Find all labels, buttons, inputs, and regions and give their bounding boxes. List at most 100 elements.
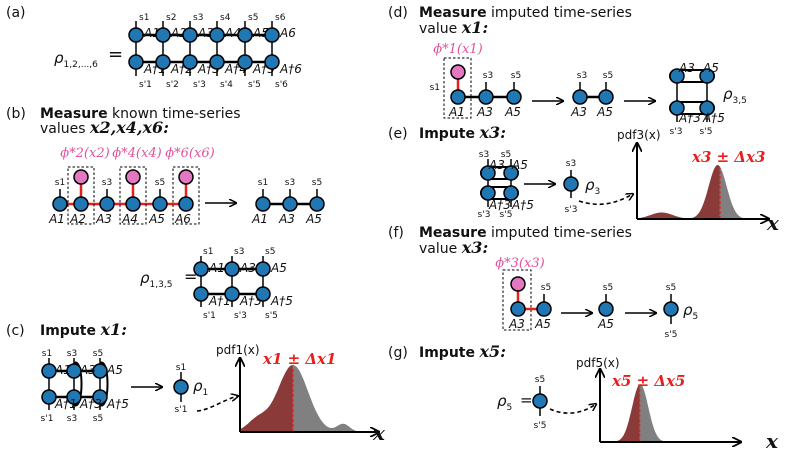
measured-node (125, 169, 141, 185)
site-label: s'1 (41, 414, 54, 424)
site-label: s3 (479, 150, 489, 160)
site-label: s5 (603, 283, 613, 293)
rho-135: ρ1,3,5 (140, 269, 172, 290)
site-label: s'5 (265, 311, 278, 321)
panel-d: (d) Measure imputed time-series value x1… (388, 5, 747, 137)
rho-full: ρ1,2,...,6 (54, 49, 98, 70)
panel-a-label: (a) (6, 5, 26, 21)
tensor-label: A3 (570, 105, 587, 119)
site-label: s5 (248, 13, 258, 23)
phi-label: ϕ*2(x2) (60, 146, 109, 161)
tensor-node (478, 89, 494, 105)
tensor-node (193, 286, 209, 302)
site-label: s3 (577, 71, 587, 81)
tensor-node (41, 389, 57, 405)
tensor-node (264, 27, 280, 43)
tensor-node (92, 363, 108, 379)
pdf1-curve-right-area (292, 365, 366, 432)
pdf-axis-label: pdf1(x) (216, 343, 260, 357)
tensor-label: A†5 (511, 198, 534, 212)
site-label: s5 (501, 150, 511, 160)
tensor-label: A1 (208, 261, 225, 275)
rho-5: ρ5 (497, 392, 512, 413)
panel-b-heading: Measure known time-series (40, 106, 241, 122)
tensor-node (255, 286, 271, 302)
tensor-node (73, 196, 89, 212)
trace-loop (73, 361, 83, 407)
x-axis-label: x (765, 429, 779, 453)
dashed-arrow (549, 404, 596, 414)
tensor-node (255, 261, 271, 277)
measure-box (172, 166, 200, 225)
x-axis-label: x (372, 421, 386, 445)
tensor-node (66, 363, 82, 379)
panel-c-heading: Impute x1: (40, 320, 127, 339)
site-label: s'3 (565, 205, 578, 215)
impute-x5-network: s5 s'5 (532, 369, 741, 442)
measured-node (178, 169, 194, 185)
tensor-label: A1 (251, 212, 268, 226)
site-label: s1 (42, 349, 52, 359)
mps-density-network: s1A1A†1s'1s2A2A†2s'2s3A3A†3s'3s4A4A†4s'4… (128, 13, 302, 90)
site-label: s'3 (670, 127, 683, 137)
tensor-label: A5 (270, 261, 287, 275)
panel-f-heading: Measure imputed time-series (419, 225, 632, 241)
tensor-node (193, 261, 209, 277)
pdf3-curve-left-area (637, 165, 720, 219)
site-label: s1 (139, 13, 149, 23)
tensor-node (92, 389, 108, 405)
tensor-node (41, 363, 57, 379)
tensor-label: A3 (95, 212, 112, 226)
tensor-label: A†5 (702, 111, 725, 125)
tensor-label: A†6 (279, 62, 302, 76)
pdf1-curve-left-area (240, 365, 293, 432)
site-label: s5 (93, 349, 103, 359)
tensor-node (506, 89, 522, 105)
measure-box (119, 166, 147, 225)
estimate-annotation: x1 ± Δx1 (262, 350, 336, 368)
tensor-node (309, 196, 325, 212)
tensor-node (669, 68, 685, 84)
site-label: s'5 (500, 210, 513, 220)
tensor-node (209, 27, 225, 43)
site-label: s'4 (220, 80, 233, 90)
site-label: s3 (102, 178, 112, 188)
site-label: s5 (535, 375, 545, 385)
tensor-node (125, 196, 141, 212)
tensor-node (209, 54, 225, 70)
site-label: s3 (67, 349, 77, 359)
site-label: s3 (234, 247, 244, 257)
tensor-node (598, 301, 614, 317)
tensor-label: A5 (596, 105, 613, 119)
tensor-node (510, 301, 526, 317)
tensor-node (155, 27, 171, 43)
tensor-node (224, 261, 240, 277)
site-label: s'3 (234, 311, 247, 321)
tensor-label: A†3 (79, 397, 102, 411)
pdf-axis-label: pdf3(x) (617, 128, 661, 142)
site-label: s'5 (534, 421, 547, 431)
tensor-node (663, 301, 679, 317)
measure-box (67, 166, 95, 225)
tensor-node (536, 301, 552, 317)
pdf5-curve-left-area (600, 384, 640, 442)
tensor-label: A3 (79, 363, 96, 377)
panel-f: (f) Measure imputed time-series value x3… (388, 225, 698, 340)
tensor-node (99, 196, 115, 212)
site-label: s3 (193, 13, 203, 23)
tensor-label: A†5 (106, 397, 129, 411)
tensor-node (128, 27, 144, 43)
tensor-label: A5 (305, 212, 322, 226)
panel-b-heading-line2: values x2,x4,x6: (40, 118, 169, 137)
site-label: s1 (55, 178, 65, 188)
panel-g: (g) Impute x5: ρ5 = s5s'5 pdf5(x) x5 ± Δ… (388, 342, 779, 453)
tensor-label: A5 (511, 158, 528, 172)
tensor-node (532, 393, 548, 409)
site-label: s5 (511, 71, 521, 81)
tensor-node (598, 89, 614, 105)
